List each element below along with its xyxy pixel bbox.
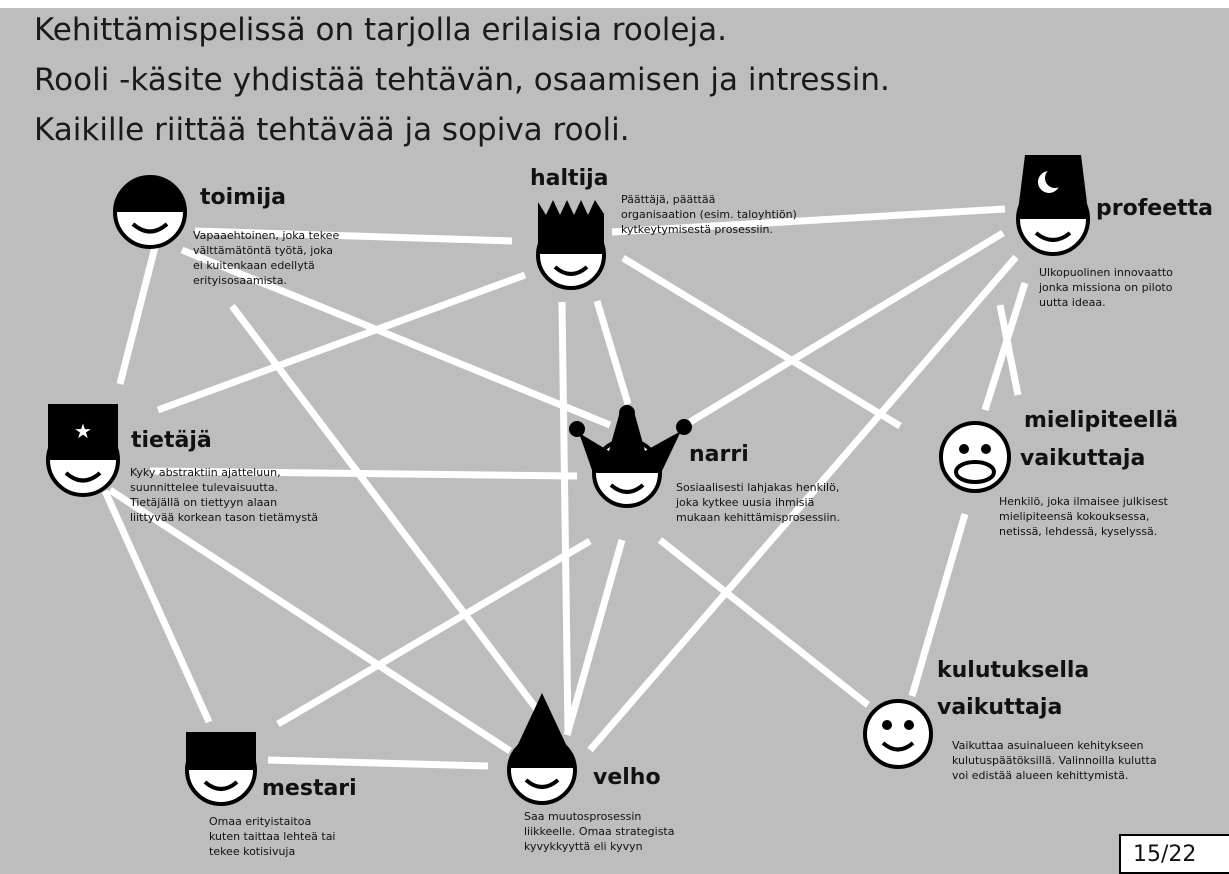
role-desc-toimija: Vapaaehtoinen, joka tekee välttämätöntä …: [193, 229, 340, 287]
star-icon: ★: [74, 419, 92, 443]
crescent-moon-icon: [1038, 168, 1065, 193]
connector-line: [180, 246, 612, 429]
connector-line: [194, 227, 513, 245]
connector-line: [996, 304, 1022, 396]
role-name-velho: velho: [593, 765, 661, 790]
connector-line: [657, 537, 871, 708]
connector-line: [908, 513, 969, 697]
connector-line: [593, 299, 632, 406]
role-desc-kulutuksella: Vaikuttaa asuinalueen kehitykseen kulutu…: [952, 739, 1157, 782]
role-desc-haltija: Päättäjä, päättää organisaation (esim. t…: [621, 193, 797, 236]
role-name-tietaja: tietäjä: [131, 428, 212, 453]
role-name-kulutuksella-line2: vaikuttaja: [937, 695, 1063, 720]
mielipiteella-icon: [939, 421, 1011, 493]
role-desc-velho: Saa muutosprosessin liikkeelle. Omaa str…: [524, 810, 675, 853]
connector-line: [621, 255, 902, 429]
role-name-mestari: mestari: [262, 776, 357, 801]
profeetta-icon: [1016, 155, 1090, 256]
slide-top-border: [0, 0, 1229, 8]
haltija-icon: [536, 200, 606, 290]
connector-line: [156, 271, 527, 414]
connector-line: [558, 301, 572, 733]
kulutuksella-icon: [863, 699, 933, 769]
velho-icon: [507, 693, 577, 805]
title-line-3: Kaikille riittää tehtävää ja sopiva rool…: [34, 112, 630, 148]
role-desc-mestari: Omaa erityistaitoa kuten taittaa lehteä …: [209, 815, 336, 858]
role-name-kulutuksella-line1: kulutuksella: [937, 658, 1090, 683]
role-name-narri: narri: [689, 442, 749, 467]
tietaja-icon: ★: [46, 404, 120, 497]
role-desc-narri: Sosiaalisesti lahjakas henkilö, joka kyt…: [676, 481, 840, 524]
connector-line: [108, 487, 512, 754]
connector-line: [229, 303, 563, 743]
role-desc-mielipiteella: Henkilö, joka ilmaisee julkisest mielipi…: [999, 495, 1168, 538]
role-desc-tietaja: Kyky abstraktiin ajatteluun, suunnittele…: [130, 466, 319, 524]
role-name-profeetta: profeetta: [1096, 196, 1214, 221]
toimija-icon: [113, 175, 187, 249]
narri-icon: [569, 405, 692, 508]
connector-line: [563, 539, 626, 736]
role-name-haltija: haltija: [530, 166, 609, 191]
connector-line: [149, 467, 578, 480]
connector-lines: [101, 205, 1029, 770]
title-line-2: Rooli -käsite yhdistää tehtävän, osaamis…: [34, 62, 890, 98]
connector-line: [101, 489, 213, 724]
connector-line: [611, 205, 1006, 236]
role-name-mielipiteella-line2: vaikuttaja: [1020, 446, 1146, 471]
page-number: 15/22: [1119, 834, 1229, 874]
role-desc-profeetta: Ulkopuolinen innovaatto jonka missiona o…: [1039, 266, 1173, 309]
connector-line: [276, 537, 592, 728]
role-name-mielipiteella-line1: mielipiteellä: [1024, 408, 1179, 433]
connector-line: [116, 246, 159, 385]
connector-line: [587, 254, 1019, 753]
connector-line: [688, 230, 1005, 425]
role-name-toimija: toimija: [200, 185, 287, 210]
title-line-1: Kehittämispelissä on tarjolla erilaisia …: [34, 12, 727, 48]
connector-line: [267, 756, 489, 770]
mestari-icon: [185, 732, 257, 806]
